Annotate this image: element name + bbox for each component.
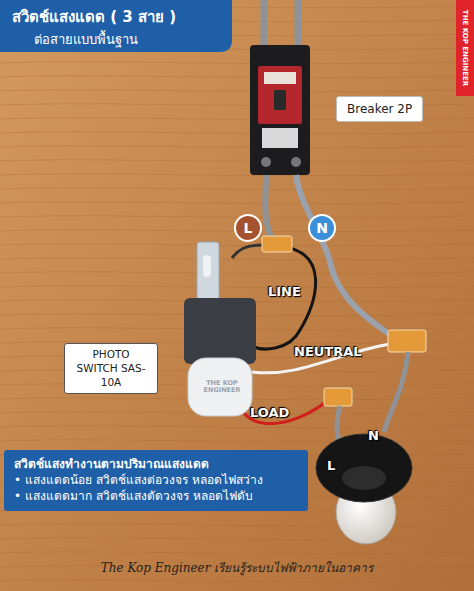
title-banner [0, 0, 232, 52]
node-text: L [244, 219, 253, 238]
node-text: สวิตช์แสงทำงานตามปริมาณแสงแดด [14, 456, 298, 472]
wire-connector [388, 330, 426, 352]
terminal-screw [291, 157, 301, 167]
node-text: N [316, 219, 328, 238]
photo-switch-cap [188, 358, 252, 416]
wire-connector [324, 388, 352, 406]
breaker-front [258, 66, 302, 124]
title: สวิตช์แสงแดด ( 3 สาย ) [12, 5, 176, 29]
terminal-name: L [327, 458, 335, 473]
watermark: THE KOP ENGINEER [194, 380, 250, 394]
node-text: Breaker 2P [347, 101, 412, 117]
part-label: Breaker 2P [336, 96, 423, 122]
info-panel: สวิตช์แสงทำงานตามปริมาณแสงแดด• แสงแดดน้อ… [4, 450, 308, 511]
supply-cable [295, 0, 302, 50]
subtitle: ต่อสายแบบพื้นฐาน [34, 29, 138, 50]
node-text: PHOTO SWITCH SAS-10A [71, 347, 151, 390]
socket-ring [342, 466, 386, 490]
part-label: PHOTO SWITCH SAS-10A [64, 343, 158, 394]
wire-name: LINE [268, 284, 301, 299]
load-wire [240, 400, 328, 424]
terminal-name: N [368, 428, 379, 443]
breaker-rating [262, 128, 298, 148]
caption: The Kop Engineer เรียนรู้ระบบไฟฟ้าภายในอ… [0, 558, 474, 577]
breaker-plate [264, 72, 296, 84]
supply-cable [261, 0, 268, 50]
line-wire [232, 245, 262, 258]
mounting-bracket [197, 242, 219, 304]
brand-tag [456, 0, 474, 96]
photo-switch-body [184, 298, 256, 364]
breaker-toggle [274, 90, 286, 110]
terminal-screw [261, 157, 271, 167]
line-cable [265, 175, 272, 240]
node-text: • แสงแดดน้อย สวิตช์แสงต่อวงจร หลอดไฟสว่า… [14, 472, 298, 488]
brand-tag-text: THE KOP ENGINEER [461, 10, 469, 86]
node-text: • แสงแดดมาก สวิตช์แสงตัดวงจร หลอดไฟดับ [14, 488, 298, 504]
lamp-socket [316, 434, 412, 502]
breaker-body [250, 45, 310, 175]
bracket-slot [203, 255, 211, 277]
neutral-wire [252, 344, 390, 373]
line-wire [252, 246, 316, 349]
wire-connector [262, 236, 292, 252]
wire-name: LOAD [250, 405, 289, 420]
lamp-cable [384, 352, 408, 432]
wire-name: NEUTRAL [294, 344, 362, 359]
